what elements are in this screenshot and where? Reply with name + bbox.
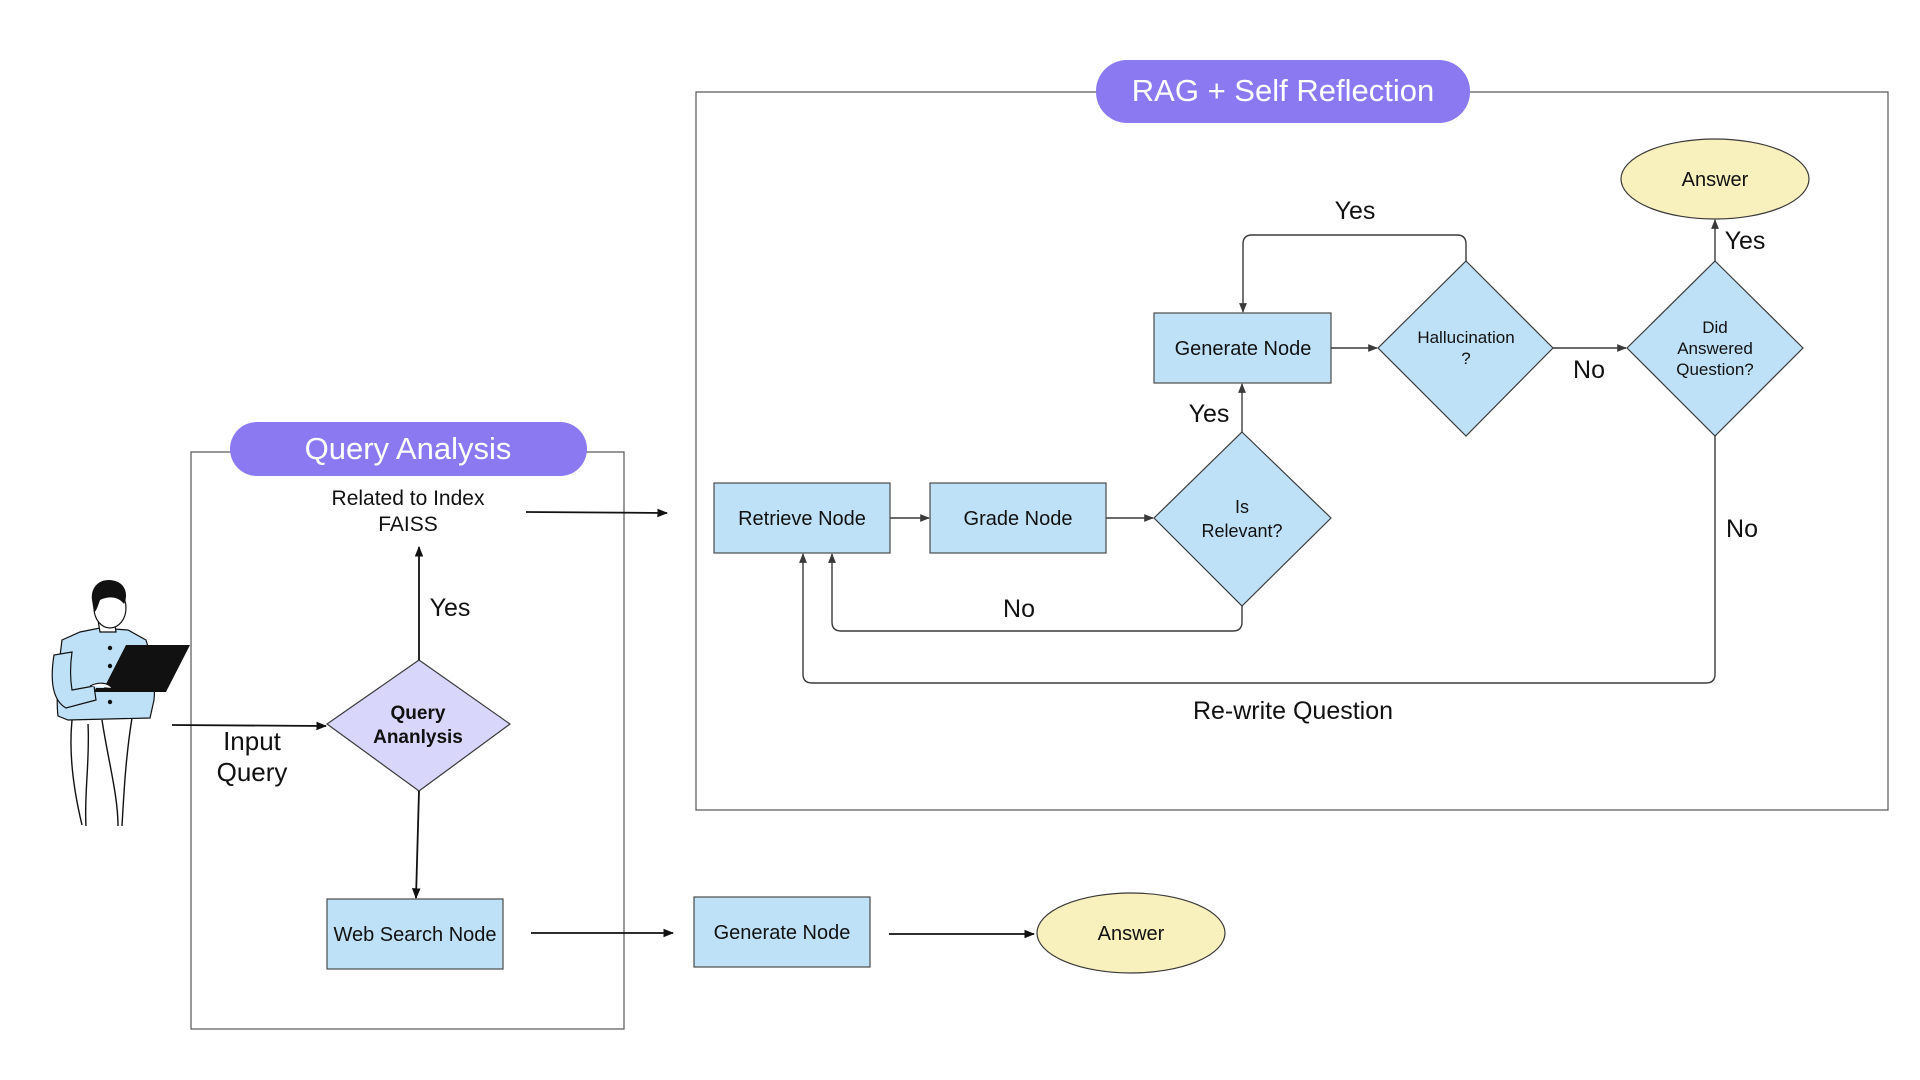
query-analysis-diamond-line2: Ananlysis (373, 727, 463, 748)
bottom-generate-node-label: Generate Node (714, 922, 851, 944)
grade-node[interactable] (929, 482, 1107, 554)
generate-node-label: Generate Node (1175, 338, 1312, 360)
query-analysis-title-pill: Query Analysis (230, 422, 587, 476)
query-analysis-diamond[interactable] (325, 659, 512, 792)
diamond-to-web-search-arrow (411, 790, 421, 900)
query-analysis-pill-shape (230, 422, 587, 476)
input-query-arrow (171, 721, 328, 731)
input-query-line1: Input (223, 726, 282, 756)
did-answer-line2: Answered (1677, 339, 1753, 358)
web-search-node-label: Web Search Node (333, 924, 496, 946)
hallucination-diamond[interactable] (1377, 260, 1554, 437)
index-label-line2: FAISS (378, 513, 438, 536)
rewrite-question-label: Re-write Question (1193, 697, 1393, 725)
is-relevant-line1: Is (1235, 497, 1249, 517)
retrieve-node-label: Retrieve Node (738, 508, 866, 530)
bottom-generate-node[interactable] (693, 896, 871, 968)
did-answer-line1: Did (1702, 318, 1728, 337)
did-answer-line3: Question? (1676, 360, 1754, 379)
index-label-line1: Related to Index (332, 487, 485, 510)
relevant-no-label: No (1003, 595, 1035, 623)
rag-title: RAG + Self Reflection (1132, 73, 1434, 108)
web-search-node[interactable] (326, 898, 504, 970)
generate-node[interactable] (1153, 312, 1332, 384)
bottom-answer-node[interactable] (1036, 892, 1226, 974)
query-yes-label: Yes (430, 594, 471, 622)
bottom-answer-label: Answer (1098, 923, 1165, 945)
relevant-yes-label: Yes (1189, 400, 1230, 428)
index-label: Related to Index FAISS (332, 487, 485, 536)
rag-pill-shape (1096, 60, 1470, 123)
hallucination-yes-loop-arrow (1239, 234, 1467, 313)
rag-answer-node[interactable] (1620, 138, 1810, 220)
index-to-rag-arrow (525, 508, 669, 518)
retrieve-node[interactable] (713, 482, 891, 554)
query-analysis-diamond-line1: Query (391, 703, 446, 724)
input-query-line2: Query (217, 757, 288, 787)
is-relevant-line2: Relevant? (1201, 521, 1282, 541)
person-with-laptop-icon (51, 580, 190, 827)
relevant-no-loop-arrow (828, 553, 1243, 632)
answered-no-label: No (1726, 515, 1758, 543)
grade-node-label: Grade Node (964, 508, 1073, 530)
hallucination-yes-label: Yes (1335, 197, 1376, 225)
rag-answer-label: Answer (1682, 169, 1749, 191)
hallucination-line2: ? (1461, 349, 1470, 368)
answered-yes-label: Yes (1725, 227, 1766, 255)
hallucination-line1: Hallucination (1417, 328, 1514, 347)
hallucination-no-label: No (1573, 356, 1605, 384)
rag-title-pill: RAG + Self Reflection (1096, 60, 1470, 123)
query-analysis-title: Query Analysis (305, 431, 512, 466)
rewrite-question-loop-arrow (799, 436, 1716, 684)
is-relevant-diamond[interactable] (1153, 431, 1332, 607)
